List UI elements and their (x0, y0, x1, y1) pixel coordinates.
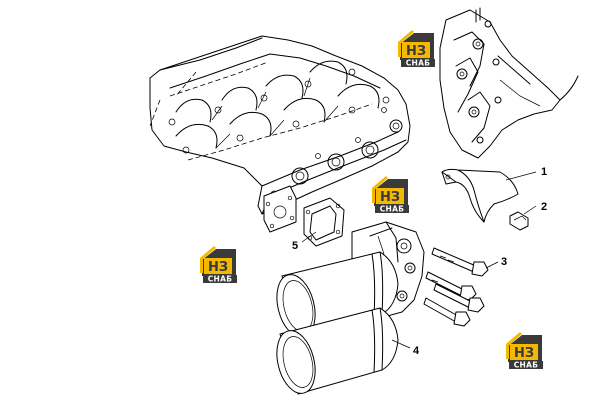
svg-text:СНАБ: СНАБ (514, 361, 539, 370)
part-3-bolts (423, 247, 489, 327)
svg-text:СНАБ: СНАБ (406, 59, 431, 68)
callout-3: 3 (501, 256, 507, 268)
leader-lines (301, 171, 537, 349)
callout-5: 5 (292, 240, 298, 252)
callout-1: 1 (541, 166, 547, 178)
callout-2: 2 (541, 201, 547, 213)
svg-text:СНАБ: СНАБ (380, 205, 405, 214)
part-4-oil-filter-assembly (276, 221, 425, 395)
watermark-logo-4: СНАБ (506, 332, 543, 370)
crankcase-block (149, 35, 411, 233)
part-2-bolt (509, 211, 529, 231)
watermark-logo-3: СНАБ (200, 246, 237, 284)
timing-cover (439, 7, 579, 159)
svg-text:СНАБ: СНАБ (208, 275, 233, 284)
part-1-shield-bracket (441, 168, 519, 223)
watermark-logo-1: СНАБ (398, 30, 435, 68)
watermark-logo-2: СНАБ (372, 176, 409, 214)
bolt-3d (423, 297, 471, 327)
bolt-3a (431, 247, 489, 277)
bolt-3c (433, 283, 485, 313)
part-5-gasket (303, 197, 345, 247)
callout-4: 4 (413, 345, 420, 357)
